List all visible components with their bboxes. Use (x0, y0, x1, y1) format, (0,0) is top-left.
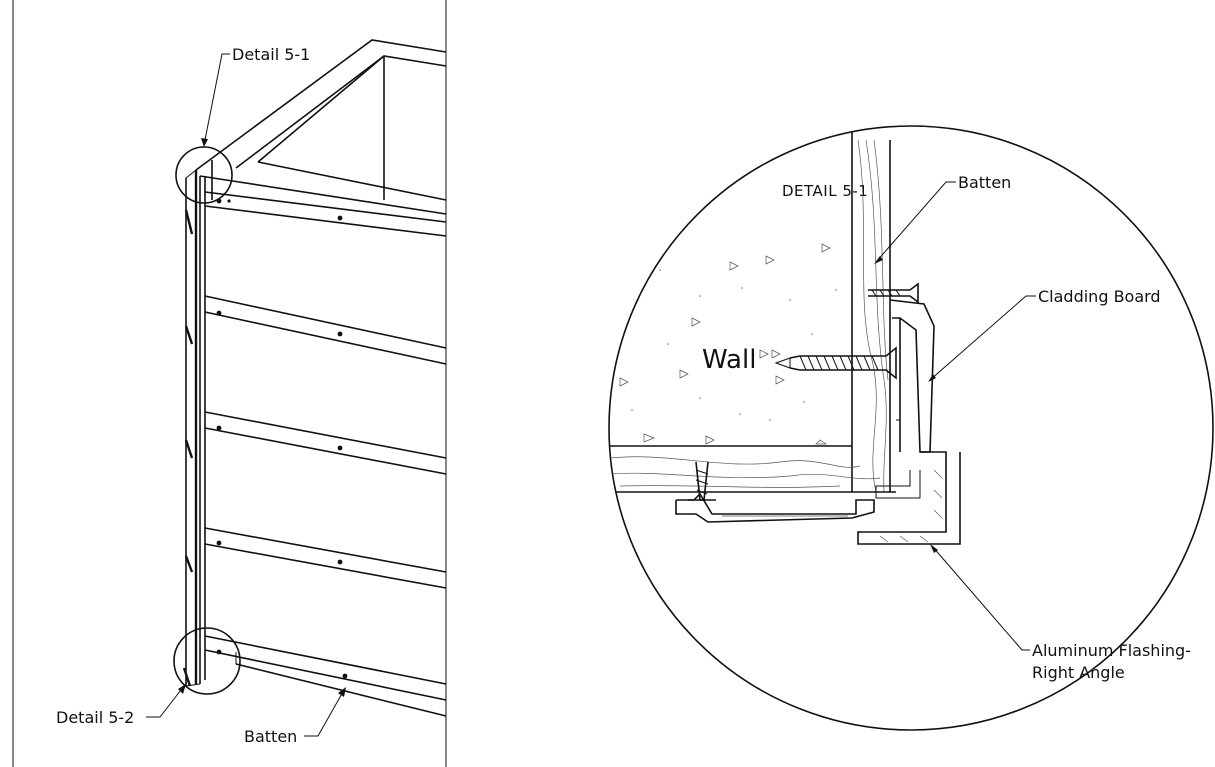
batten-screw (868, 282, 919, 304)
concrete-wall (609, 126, 853, 492)
post-screws (182, 209, 194, 687)
cladding-board-leader (928, 295, 1036, 382)
flashing-label-line1: Aluminum Flashing- (1032, 641, 1191, 660)
bottom-screw (688, 461, 716, 501)
detail-5-2-leader (146, 684, 186, 718)
detail-title: DETAIL 5-1 (782, 182, 868, 200)
isometric-view: Detail 5-1 Detail 5-2 Batten (12, 0, 447, 767)
detail-5-1-circle (175, 146, 233, 204)
flashing-leader (930, 544, 1030, 651)
corner-post (185, 160, 213, 687)
cladding-board (675, 299, 935, 523)
detail-5-1-leader (201, 53, 230, 147)
detail-5-2-circle (173, 627, 241, 695)
detail-5-1-label: Detail 5-1 (232, 45, 310, 64)
batten-screw-dots (216, 198, 348, 679)
box-top-frame (195, 39, 447, 215)
detail-5-2-label: Detail 5-2 (56, 708, 134, 727)
detail-batten-label: Batten (958, 173, 1011, 192)
aluminum-flashing (857, 451, 961, 545)
detail-batten-leader (874, 181, 956, 264)
detail-circle-boundary (608, 125, 1214, 731)
wall-screw (774, 346, 897, 380)
batten-label: Batten (244, 727, 297, 746)
flashing-label-line2: Right Angle (1032, 663, 1125, 682)
batten-leader (304, 687, 346, 737)
cladding-board-label: Cladding Board (1038, 287, 1161, 306)
batten-rows (204, 191, 447, 717)
wall-label: Wall (702, 345, 756, 375)
detail-5-1-view: DETAIL 5-1 (608, 125, 1214, 731)
vertical-batten (857, 139, 891, 493)
horizontal-batten (609, 456, 896, 493)
